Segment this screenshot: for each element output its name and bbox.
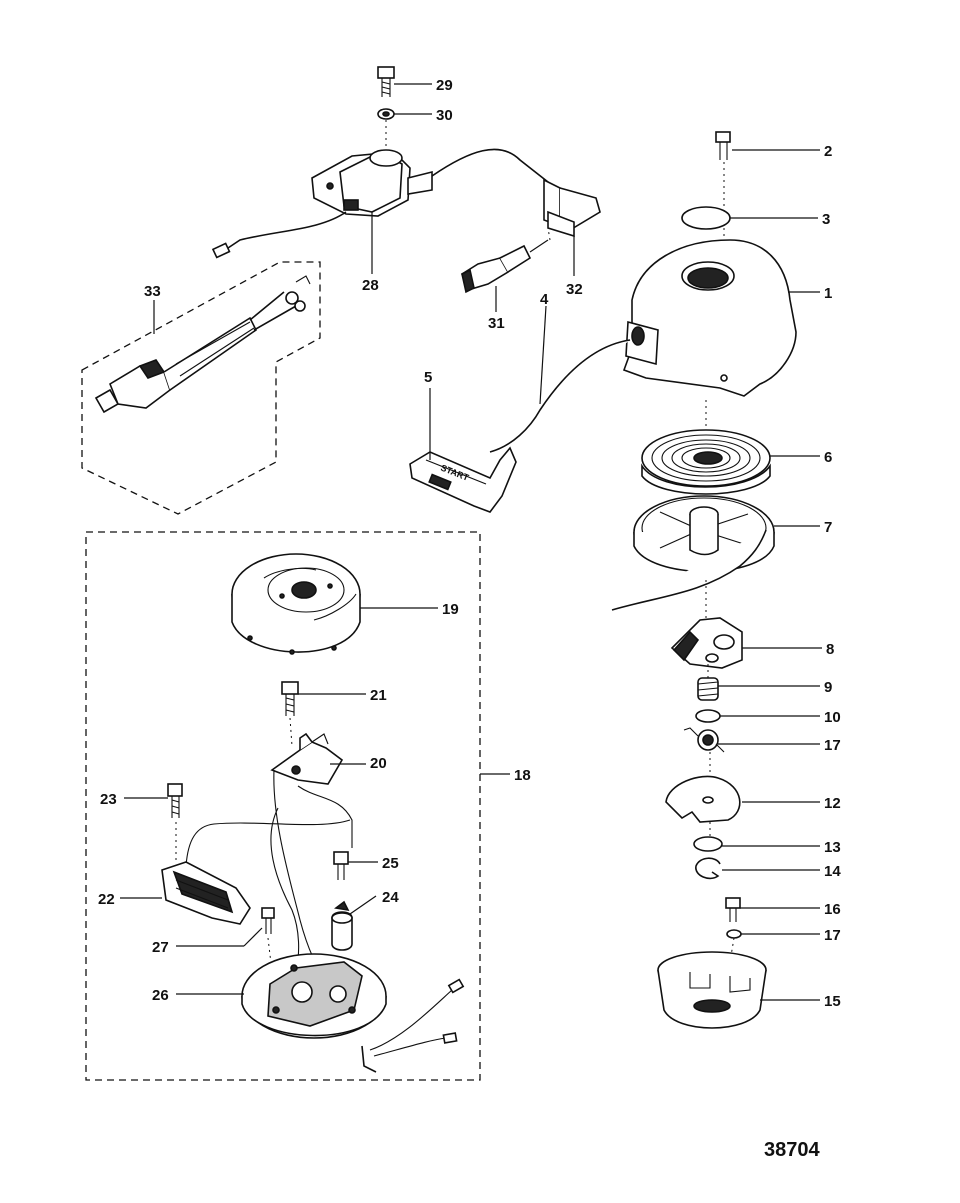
spring-17a	[683, 727, 725, 753]
spark-plug-31	[461, 239, 549, 294]
callout-29: 29	[436, 77, 453, 94]
washer-13	[693, 836, 723, 852]
condenser-24	[331, 900, 353, 951]
callout-15: 15	[824, 993, 841, 1010]
screw-29	[377, 66, 395, 97]
breaker-points-20	[270, 732, 344, 785]
washer-10	[695, 709, 721, 723]
screw-27	[261, 907, 275, 934]
callout-16: 16	[824, 901, 841, 918]
starter-cup-15	[657, 951, 767, 1029]
callout-13: 13	[824, 839, 841, 856]
callout-24: 24	[382, 889, 399, 906]
callout-3: 3	[822, 211, 830, 228]
callout-8: 8	[826, 641, 834, 658]
callout-22: 22	[98, 891, 115, 908]
callout-30: 30	[436, 107, 453, 124]
group-outline-18	[85, 531, 481, 1081]
callout-21: 21	[370, 687, 387, 704]
stator-plate-26	[241, 953, 465, 1073]
callout-31: 31	[488, 315, 505, 332]
leader-lines	[120, 83, 822, 1001]
rope-pulley-7	[611, 495, 775, 611]
ignition-wiring	[185, 769, 353, 989]
stop-switch-33	[94, 275, 311, 414]
callout-23: 23	[100, 791, 117, 808]
flywheel-19	[231, 553, 361, 655]
callout-12: 12	[824, 795, 841, 812]
callout-19: 19	[442, 601, 459, 618]
group-outline-33	[81, 261, 321, 515]
callout-25: 25	[382, 855, 399, 872]
callout-27: 27	[152, 939, 169, 956]
callout-20: 20	[370, 755, 387, 772]
ignition-coil-28	[211, 148, 549, 259]
callout-17a: 17	[824, 737, 841, 754]
starter-handle-5: START	[409, 446, 517, 513]
callout-1: 1	[824, 285, 832, 302]
coil-22	[161, 861, 251, 925]
callout-28: 28	[362, 277, 379, 294]
decal-3	[681, 206, 731, 230]
spring-9	[697, 677, 719, 701]
recoil-housing-1	[622, 239, 797, 397]
pawl-8	[670, 617, 743, 669]
callout-7: 7	[824, 519, 832, 536]
screw-25	[333, 851, 349, 880]
figure-number: 38704	[764, 1139, 820, 1161]
starter-rope-4	[489, 339, 631, 453]
screw-16	[725, 897, 741, 922]
callout-32: 32	[566, 281, 583, 298]
washer-17b	[726, 929, 742, 939]
spark-plug-cap-32	[543, 178, 601, 238]
callout-17b: 17	[824, 927, 841, 944]
screw-2	[715, 131, 731, 160]
callout-5: 5	[424, 369, 432, 386]
rewind-spring-6	[641, 429, 771, 495]
washer-30	[377, 108, 395, 120]
callout-4: 4	[540, 291, 549, 308]
callout-9: 9	[824, 679, 832, 696]
callout-10: 10	[824, 709, 841, 726]
callout-2: 2	[824, 143, 832, 160]
callout-26: 26	[152, 987, 169, 1004]
screw-23	[167, 783, 183, 818]
callout-14: 14	[824, 863, 841, 880]
callout-18: 18	[514, 767, 531, 784]
screw-21	[281, 681, 299, 716]
callout-33: 33	[144, 283, 161, 300]
e-clip-14	[695, 857, 721, 880]
retainer-12	[665, 775, 741, 823]
callout-6: 6	[824, 449, 832, 466]
